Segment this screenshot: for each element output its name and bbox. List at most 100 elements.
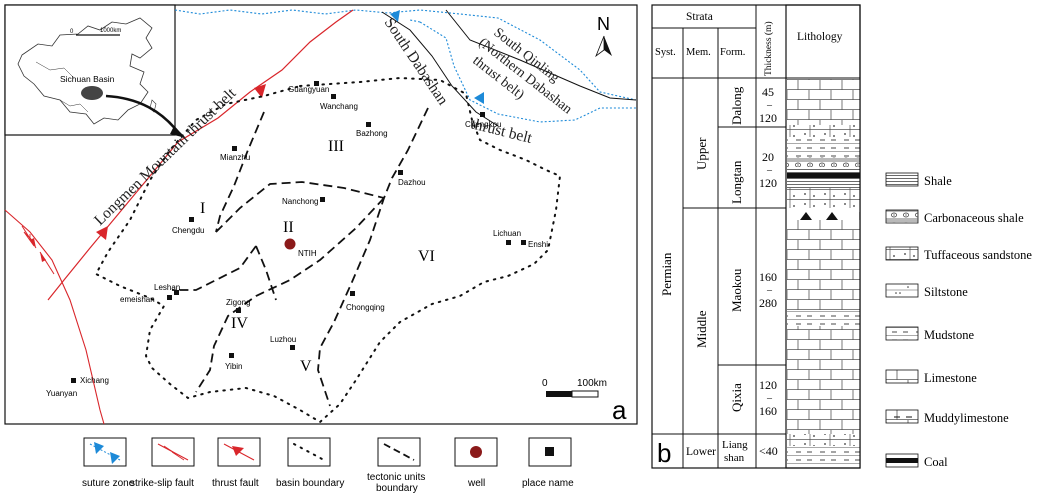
lith-mudstone: [787, 137, 860, 157]
inset-basin-label: Sichuan Basin: [60, 74, 115, 84]
lith-carbonaceous-shale: [787, 157, 860, 167]
unit-numeral-I: I: [200, 200, 205, 217]
place-marker: [350, 291, 355, 296]
lith-legend-tuffaceous-sandstone: Tuffaceous sandstone: [924, 248, 1032, 262]
thrust-triangle: [96, 226, 108, 240]
place-yuanyan: Yuanyan: [46, 389, 77, 398]
formation-dalong: Dalong: [729, 86, 744, 125]
thk-dalong-top: 45: [762, 85, 774, 99]
member-upper: Upper: [694, 137, 709, 170]
place-mianzhu: Mianzhu: [220, 153, 250, 162]
scale-zero: 0: [542, 378, 548, 389]
legend-well-label: well: [467, 478, 485, 489]
unit-numeral-III: III: [328, 138, 344, 155]
thk-dalong-bottom: 120: [759, 111, 777, 125]
lith-legend-carbonaceous-shale: Carbonaceous shale: [924, 211, 1024, 225]
place-enshi: Enshi: [528, 240, 548, 249]
panel-letter-b: b: [657, 438, 671, 468]
legend-tectonic-label-2: boundary: [376, 483, 418, 494]
place-marker: [189, 217, 194, 222]
place-marker: [320, 197, 325, 202]
formation-maokou: Maokou: [729, 268, 744, 312]
thk-qixia-bottom: 160: [759, 404, 777, 418]
place-nanchong: Nanchong: [282, 197, 318, 206]
legend-place-label: place name: [522, 478, 574, 489]
panel-letter-a: a: [612, 395, 627, 425]
thk-qixia-dash: –: [766, 393, 773, 404]
place-chongqing: Chongqing: [346, 303, 385, 312]
place-xichang: Xichang: [80, 376, 109, 385]
tectonic-unit-boundaries: [172, 107, 429, 407]
lith-tuff: [787, 188, 860, 208]
header-form: Form.: [720, 47, 745, 58]
place-marker: [232, 146, 237, 151]
inset-scale-km: 1000km: [100, 28, 121, 34]
place-marker: [398, 170, 403, 175]
suture-zone: [174, 9, 637, 123]
lithology-legend: Shale Carbonaceous shale Tuffaceous sand…: [885, 172, 1032, 469]
unit-numeral-VI: VI: [418, 248, 435, 265]
place-marker: [331, 94, 336, 99]
place-leshan: Leshan: [154, 283, 180, 292]
inset-scale-zero: 0: [70, 29, 74, 35]
scale-bar: 0 100km: [542, 378, 607, 398]
lith-legend-muddylimestone: Muddylimestone: [924, 411, 1009, 425]
inset-pointer-arrow: [105, 94, 180, 133]
place-marker: [229, 353, 234, 358]
place-wanchang: Wanchang: [320, 102, 358, 111]
lithology-column: [785, 4, 861, 469]
thk-longtan-top: 20: [762, 150, 774, 164]
suture-triangle: [390, 10, 400, 22]
place-emeishan: emeishan: [120, 295, 155, 304]
strike-slip-arrowhead: [40, 252, 46, 262]
lith-gap: [787, 208, 860, 212]
legend-basin-boundary-label: basin boundary: [276, 478, 344, 489]
place-chengkou: Chengkou: [465, 120, 501, 129]
lith-maokou-limestone: [787, 220, 860, 310]
map-legend: suture zone strike-slip fault thrust fau…: [82, 437, 574, 494]
place-chengdu: Chengdu: [172, 226, 204, 235]
place-marker: [506, 240, 511, 245]
lith-coal: [787, 173, 860, 178]
inset-province-line: [59, 99, 89, 113]
header-mem: Mem.: [686, 47, 711, 58]
place-luzhou: Luzhou: [270, 335, 296, 344]
place-marker: [290, 345, 295, 350]
lith-legend-mudstone: Mudstone: [924, 328, 974, 342]
lith-liangshan-mud: [787, 446, 860, 467]
inset-sichuan-basin: [81, 86, 103, 100]
header-syst: Syst.: [655, 47, 676, 58]
lith-nodule: [826, 212, 838, 220]
place-bazhong: Bazhong: [356, 129, 388, 138]
place-marker: [521, 240, 526, 245]
lith-shale: [787, 167, 860, 173]
legend-tectonic-label-1: tectonic units: [367, 472, 425, 483]
lith-tuff: [787, 125, 860, 137]
north-label: N: [597, 14, 610, 34]
thrust-triangle: [254, 84, 266, 98]
longmen-thrust-fault: [47, 9, 354, 301]
header-thickness: Thickness (m): [763, 21, 774, 76]
inset-province-line: [35, 61, 75, 79]
lith-nodule: [800, 212, 812, 220]
system-permian: Permian: [659, 252, 674, 296]
place-yibin: Yibin: [225, 362, 243, 371]
formation-qixia: Qixia: [729, 383, 744, 412]
place-marker: [236, 308, 241, 313]
dabashan-thrust-line: [381, 11, 499, 127]
header-strata: Strata: [686, 11, 713, 23]
thk-qixia-top: 120: [759, 378, 777, 392]
lith-muddylimestone: [787, 310, 860, 326]
thk-maokou-dash: –: [766, 285, 773, 296]
unit-numeral-II: II: [283, 219, 294, 236]
place-zigong: Zigong: [226, 298, 250, 307]
member-lower: Lower: [686, 446, 716, 458]
formation-liangshan-2: shan: [724, 452, 745, 464]
suture-triangle: [474, 92, 484, 104]
place-marker: [174, 290, 179, 295]
formation-longtan: Longtan: [729, 160, 744, 204]
lith-qixia-limestone: [787, 326, 860, 434]
thk-dalong-dash: –: [766, 100, 773, 111]
thk-maokou-top: 160: [759, 270, 777, 284]
